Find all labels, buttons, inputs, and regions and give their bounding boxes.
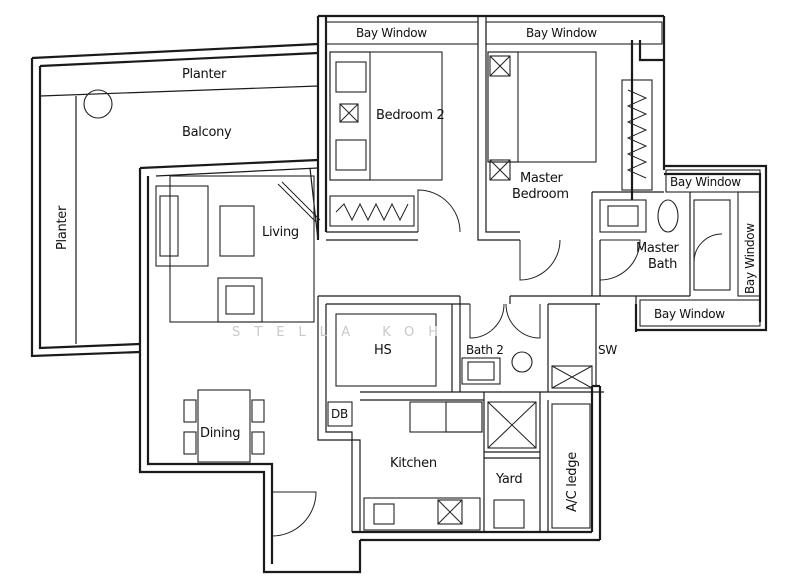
master-bath-label-2: Bath (648, 257, 677, 272)
bay-window-right-bottom-label: Bay Window (654, 307, 725, 321)
kitchen-label: Kitchen (390, 456, 437, 471)
planter-top-label: Planter (182, 67, 227, 82)
master-bath-label-1: Master (636, 241, 680, 256)
balcony-details (39, 85, 319, 344)
bath2-label: Bath 2 (466, 343, 504, 357)
hs-label: HS (374, 343, 391, 358)
living-furniture (155, 175, 321, 323)
hs-box (335, 313, 437, 387)
master-bedroom-label-2: Bedroom (512, 187, 569, 202)
db-box (327, 401, 353, 427)
outer-walls (30, 14, 768, 574)
master-bedroom-label-1: Master (520, 171, 564, 186)
master-furniture (487, 51, 653, 191)
db-label: DB (331, 407, 348, 421)
interior-walls (155, 16, 691, 532)
balcony-label: Balcony (182, 125, 232, 140)
bedroom2-furniture (329, 51, 443, 227)
dining-furniture (183, 389, 265, 463)
bay-window-right-side-label: Bay Window (743, 223, 757, 294)
ac-ledge-label: A/C ledge (565, 452, 580, 512)
bay-window-right-top-label: Bay Window (670, 175, 741, 189)
bay-window-master-label: Bay Window (526, 26, 597, 40)
bath2-fixtures (461, 351, 593, 389)
sw-label: SW (598, 343, 617, 357)
bedroom2-label: Bedroom 2 (376, 108, 445, 123)
bay-window-bed2-label: Bay Window (356, 26, 427, 40)
master-bath-fixtures (599, 199, 731, 291)
kitchen-fixtures (363, 401, 591, 531)
yard-label: Yard (495, 472, 522, 487)
watermark: STELLA KOH (232, 325, 452, 340)
dining-label: Dining (200, 426, 240, 441)
planter-left-label: Planter (55, 205, 70, 250)
bay-windows (325, 21, 761, 327)
doors (271, 189, 641, 537)
living-label: Living (262, 225, 299, 240)
room-labels: Planter Balcony Planter Bay Window Bay W… (55, 26, 757, 512)
